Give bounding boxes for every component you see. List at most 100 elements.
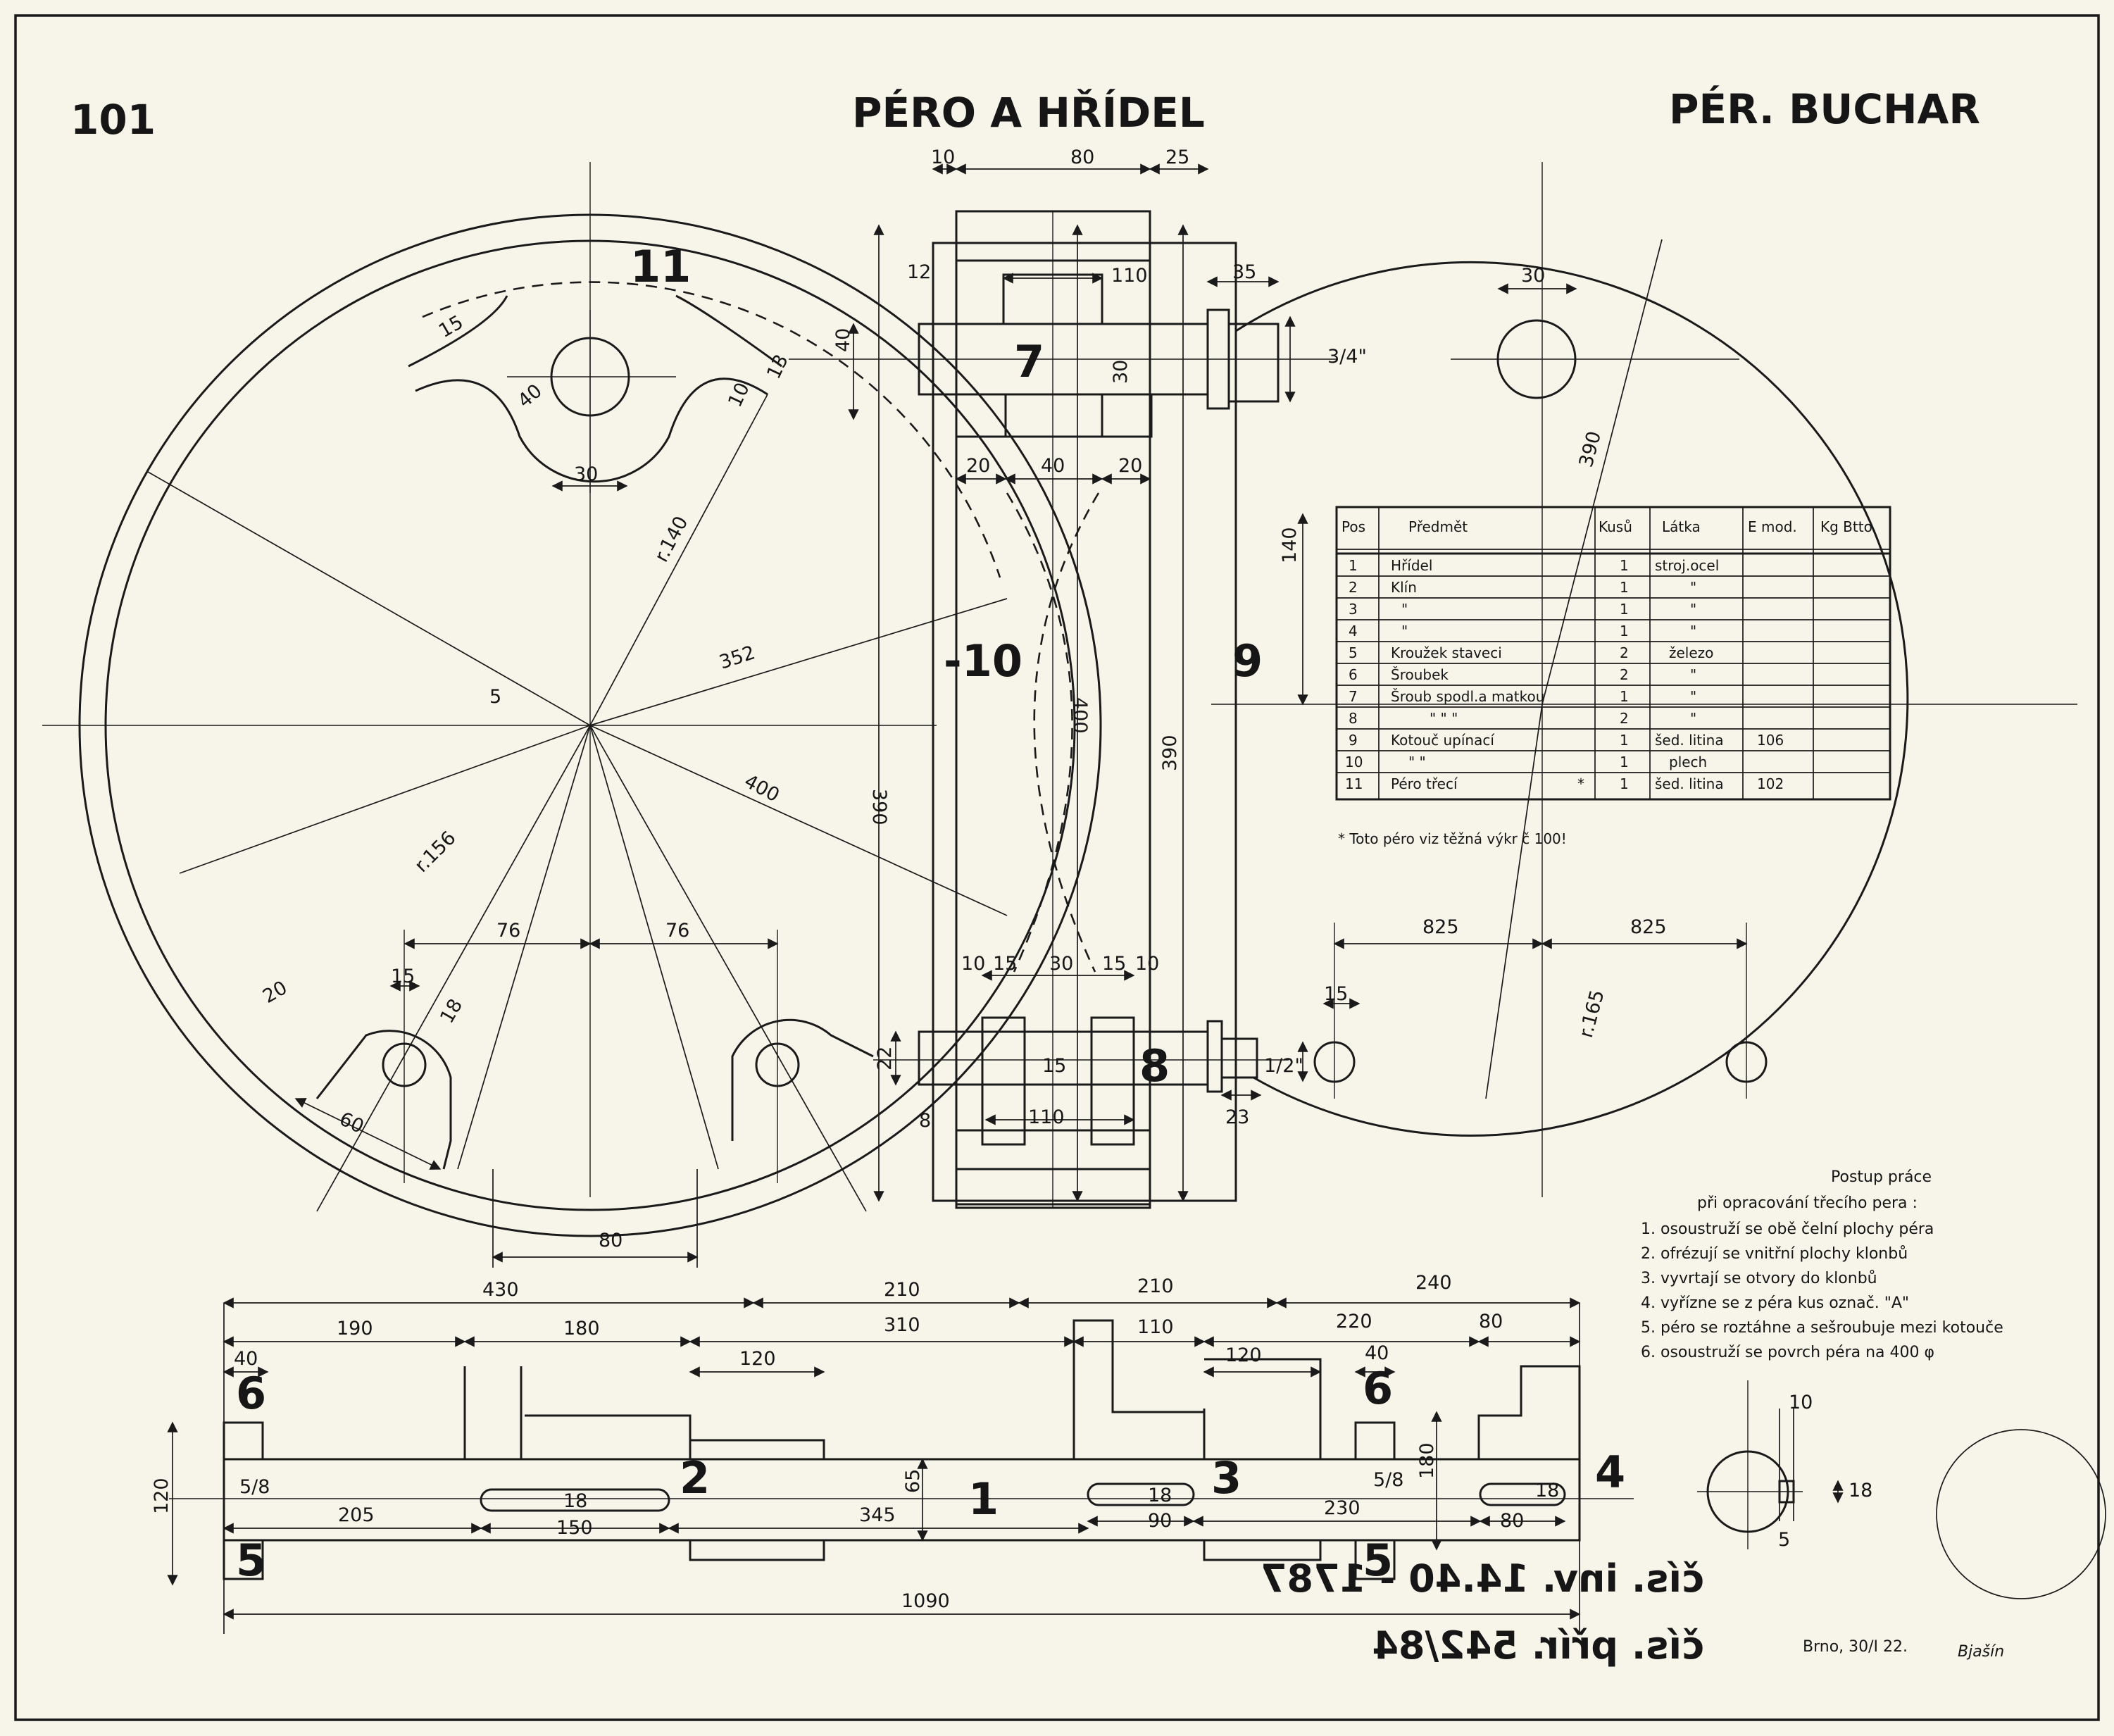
dim-shaft-90: 90 <box>1148 1510 1172 1532</box>
table-row: 8 " " " 2 " <box>1349 710 1696 727</box>
dim-frame-10: 10 <box>931 146 955 168</box>
dim-shaft-210b: 210 <box>1137 1275 1174 1297</box>
dim-frame-400: 400 <box>1069 697 1091 734</box>
table-row: 2 Klín 1 " <box>1349 579 1696 596</box>
shaft-view: 430 210 210 240 190 180 310 110 220 80 4… <box>151 1272 1634 1634</box>
disc-view: 30 3/4" 390 140 825 825 15 r.165 1/2" <box>1211 162 2077 1197</box>
dim-shaft-65: 65 <box>902 1469 924 1493</box>
drawing-title: PÉRO A HŘÍDEL <box>852 88 1205 137</box>
svg-text:1: 1 <box>1620 754 1629 770</box>
dim-key-5: 5 <box>1778 1529 1790 1551</box>
th-qty: Kusů <box>1599 518 1632 535</box>
dim-key-18: 18 <box>1849 1480 1872 1501</box>
dim-frame-10b: 10 <box>961 953 985 975</box>
svg-text:": " <box>1690 579 1696 596</box>
frame-view: 10 80 25 12 110 35 40 30 20 40 20 400 39… <box>789 146 1338 1209</box>
table-row: 6 Šroubek 2 " <box>1349 666 1696 683</box>
th-emod: E mod. <box>1748 518 1797 535</box>
pos-5-right: 5 <box>1363 1535 1393 1586</box>
procedure-notes: Postup práce při opracování třecího pera… <box>1641 1168 2003 1361</box>
table-row: 10 " " 1 plech <box>1345 754 1707 770</box>
svg-text:šed. litina: šed. litina <box>1655 775 1724 792</box>
pos-1: 1 <box>968 1473 999 1525</box>
dim-shaft-345: 345 <box>859 1504 896 1526</box>
dim-shaft-190: 190 <box>337 1318 373 1340</box>
svg-text:7: 7 <box>1349 688 1358 705</box>
keyway-2 <box>480 1488 670 1512</box>
svg-text:5: 5 <box>1349 644 1358 661</box>
svg-text:102: 102 <box>1757 775 1784 792</box>
pos-7: 7 <box>1014 336 1044 387</box>
svg-text:": " <box>1690 710 1696 727</box>
dim-shaft-430: 430 <box>482 1279 519 1301</box>
signature: Bjašín <box>1958 1643 2004 1661</box>
procedure-step: 6. osoustruží se povrch péra na 400 φ <box>1641 1344 1934 1361</box>
dim-shaft-210a: 210 <box>884 1279 920 1301</box>
svg-text:": " <box>1690 666 1696 683</box>
dim-spring-76-right: 76 <box>665 920 689 942</box>
dim-frame-390-right: 390 <box>1159 735 1181 771</box>
dim-frame-20b: 20 <box>1118 455 1142 477</box>
table-row: 9 Kotouč upínací 1 šed. litina 106 <box>1349 732 1784 749</box>
pos-9: 9 <box>1232 635 1263 687</box>
svg-text:Šroub spodl.a matkou: Šroub spodl.a matkou <box>1391 688 1544 705</box>
svg-text:10: 10 <box>1345 754 1363 770</box>
svg-text:1: 1 <box>1620 688 1629 705</box>
svg-text:" ": " " <box>1408 754 1426 770</box>
dim-frame-390-left: 390 <box>868 789 890 825</box>
dim-shaft-18c: 18 <box>1535 1480 1559 1501</box>
procedure-step: 1. osoustruží se obě čelní plochy péra <box>1641 1220 1934 1238</box>
dim-frame-8: 8 <box>919 1110 931 1132</box>
drawing-number: 101 <box>70 96 156 144</box>
footer: Brno, 30/I 22. Bjašín <box>1803 1638 2004 1661</box>
svg-text:4: 4 <box>1349 623 1358 639</box>
dim-frame-15a: 15 <box>993 953 1017 975</box>
dim-spring-5: 5 <box>489 686 501 708</box>
table-row: 7 Šroub spodl.a matkou 1 " <box>1349 688 1696 705</box>
drawing-border <box>14 14 2100 1721</box>
svg-text:11: 11 <box>1345 775 1363 792</box>
dim-frame-30: 30 <box>1110 360 1132 384</box>
dim-shaft-40b: 40 <box>1365 1342 1389 1364</box>
dim-frame-20a: 20 <box>966 455 990 477</box>
pos-11: 11 <box>630 241 691 292</box>
svg-text:9: 9 <box>1349 732 1358 749</box>
dim-frame-110: 110 <box>1111 265 1148 287</box>
procedure-step: 4. vyřízne se z péra kus označ. "A" <box>1641 1294 1909 1312</box>
dim-key-10: 10 <box>1789 1392 1813 1413</box>
svg-text:": " <box>1401 601 1408 618</box>
dim-frame-35: 35 <box>1232 261 1256 283</box>
pos-8: 8 <box>1139 1040 1170 1092</box>
dim-frame-10c: 10 <box>1135 953 1159 975</box>
svg-text:1: 1 <box>1620 732 1629 749</box>
pos-2: 2 <box>680 1452 710 1504</box>
procedure-subtitle: při opracování třecího pera : <box>1697 1194 1918 1212</box>
dim-frame-80: 80 <box>1070 146 1094 168</box>
header: 101 PÉRO A HŘÍDEL PÉR. BUCHAR <box>70 85 1980 144</box>
dim-shaft-110: 110 <box>1137 1316 1174 1338</box>
svg-text:2: 2 <box>1620 644 1629 661</box>
procedure-title: Postup práce <box>1831 1168 1932 1186</box>
dim-shaft-80b: 80 <box>1500 1510 1524 1532</box>
dim-shaft-205: 205 <box>338 1504 375 1526</box>
svg-text:1: 1 <box>1349 557 1358 574</box>
table-row: 3 " 1 " <box>1349 601 1696 618</box>
dim-frame-110b: 110 <box>1028 1106 1065 1128</box>
dim-frame-25: 25 <box>1165 146 1189 168</box>
svg-text:Kroužek staveci: Kroužek staveci <box>1391 644 1502 661</box>
dim-disc-thread-34: 3/4" <box>1327 346 1367 368</box>
dim-shaft-180b: 180 <box>1416 1442 1438 1479</box>
svg-text:2: 2 <box>1620 666 1629 683</box>
table-row: 5 Kroužek staveci 2 železo <box>1349 644 1713 661</box>
dim-disc-140: 140 <box>1279 527 1301 563</box>
th-item: Předmět <box>1408 518 1468 535</box>
dim-disc-30: 30 <box>1521 265 1545 287</box>
table-row: 4 " 1 " <box>1349 623 1696 639</box>
keyway-3 <box>1087 1482 1195 1506</box>
svg-text:Kotouč upínací: Kotouč upínací <box>1391 732 1495 749</box>
dim-disc-825-right: 825 <box>1630 916 1667 938</box>
key-section: 10 18 5 <box>1697 1380 1872 1551</box>
dim-disc-thread-12: 1/2" <box>1264 1055 1303 1077</box>
svg-text:1: 1 <box>1620 557 1629 574</box>
